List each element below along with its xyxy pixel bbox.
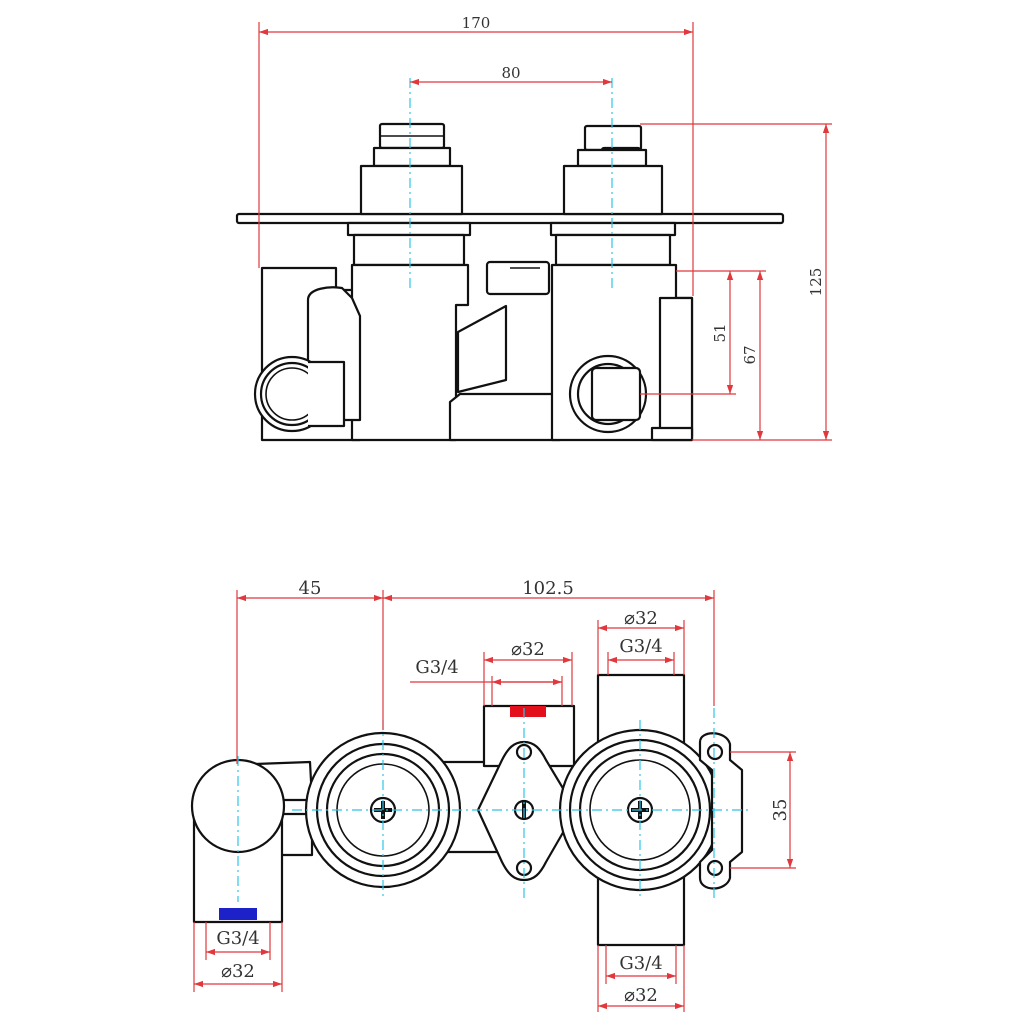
right-valve-round [558, 728, 722, 892]
dim-top-right-thread-label: G3/4 [619, 636, 662, 657]
dim-overall-width-label: 170 [462, 14, 491, 32]
dim-top-mid-thread-label: G3/4 [415, 657, 458, 678]
dim-plan-offsets: 45 102.5 [236, 578, 715, 764]
middle-diverter [476, 740, 578, 882]
dim-bottom-right-diameter-label: ⌀32 [624, 985, 658, 1006]
dim-outlet-height-67: 67 [741, 271, 764, 440]
right-outlet-tube [568, 354, 648, 434]
dim-bottom-right-port: G3/4 ⌀32 [597, 945, 685, 1012]
dim-bottom-left-thread-label: G3/4 [216, 928, 259, 949]
cold-marker [219, 908, 257, 920]
dim-outlet-height-51-label: 51 [711, 323, 729, 342]
dim-right-offset-label: 102.5 [522, 578, 574, 599]
dim-bottom-left-diameter-label: ⌀32 [221, 961, 255, 982]
dim-overall-width: 170 [258, 14, 694, 296]
dim-top-mid-diameter-label: ⌀32 [511, 639, 545, 660]
dim-outlet-height-51: 51 [640, 270, 766, 395]
plan-view: 45 102.5 ⌀32 G3/4 ⌀32 G3/4 [190, 578, 796, 1012]
dim-spindle-spacing: 80 [410, 64, 612, 86]
front-view: 170 80 125 51 67 [235, 14, 832, 442]
dim-top-right-port: ⌀32 G3/4 [597, 608, 685, 675]
hot-marker [510, 706, 546, 717]
dim-mount-spacing-label: 35 [770, 799, 791, 822]
dim-mount-spacing: 35 [730, 751, 796, 869]
dim-overall-height: 125 [640, 123, 832, 441]
dim-overall-height-label: 125 [807, 268, 825, 297]
dim-top-mid-port: ⌀32 G3/4 [410, 639, 573, 706]
dim-spindle-spacing-label: 80 [501, 64, 520, 82]
right-spindle [549, 124, 677, 267]
left-spindle [346, 122, 472, 267]
dim-top-right-diameter-label: ⌀32 [624, 608, 658, 629]
dim-outlet-height-67-label: 67 [741, 345, 759, 364]
dim-left-offset-label: 45 [299, 578, 322, 599]
dim-bottom-left-port: G3/4 ⌀32 [193, 922, 283, 992]
dim-bottom-right-thread-label: G3/4 [619, 953, 662, 974]
left-outlet-tube [253, 355, 346, 433]
wall-plate [235, 212, 785, 225]
